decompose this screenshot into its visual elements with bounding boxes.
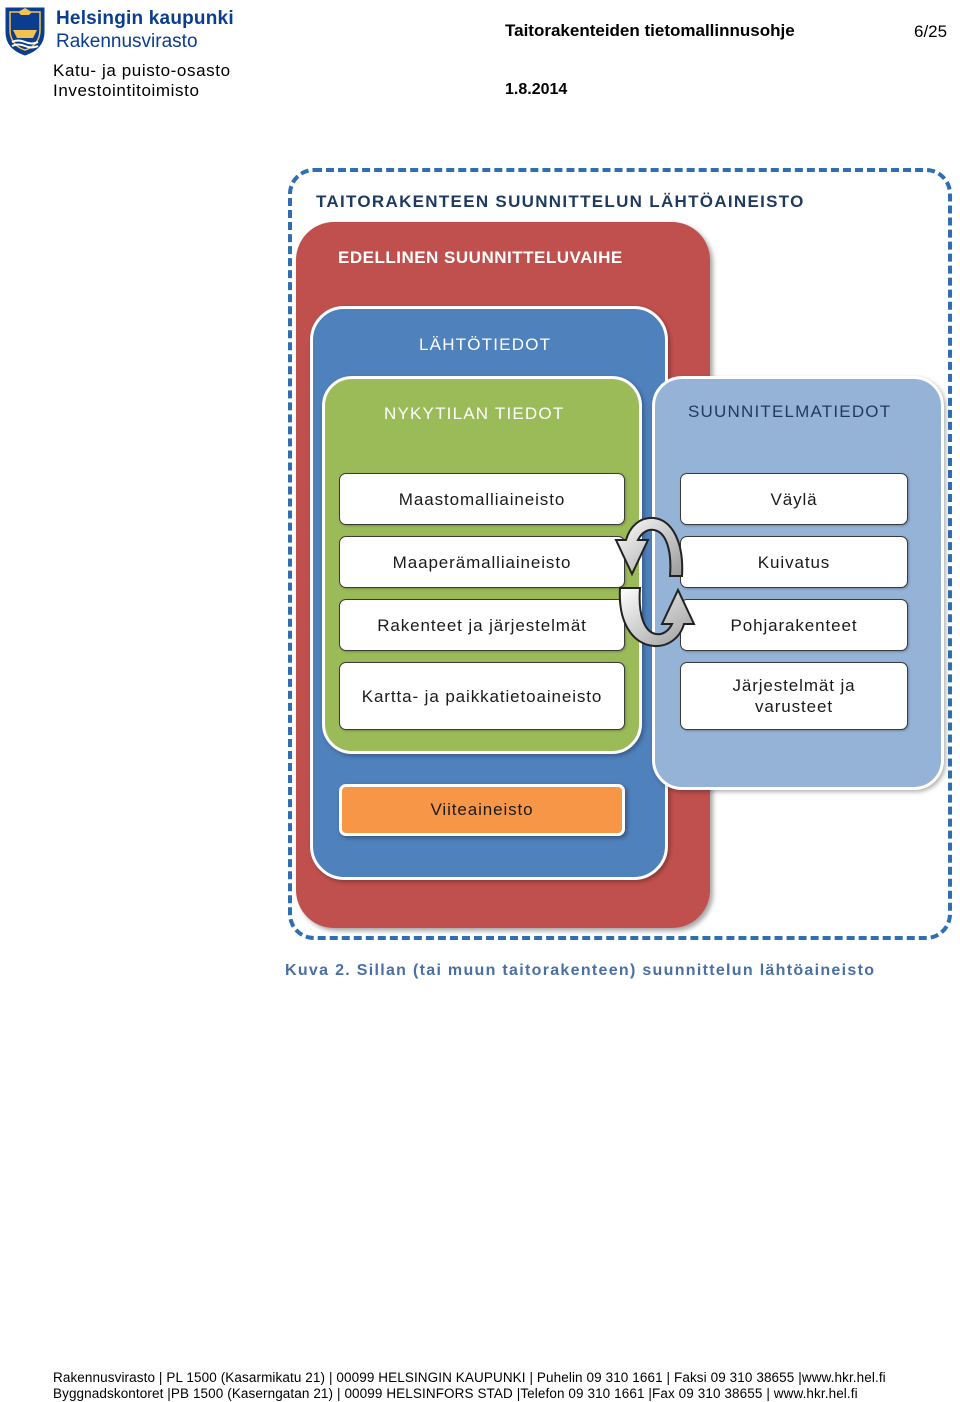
reference-material-box: Viiteaineisto bbox=[339, 784, 625, 836]
design-data-item: Järjestelmät ja varusteet bbox=[680, 662, 908, 730]
figure-caption: Kuva 2. Sillan (tai muun taitorakenteen)… bbox=[285, 962, 876, 979]
document-title: Taitorakenteiden tietomallinnusohje bbox=[505, 21, 795, 40]
current-state-item: Rakenteet ja järjestelmät bbox=[339, 599, 625, 651]
design-data-label: SUUNNITELMATIEDOT bbox=[688, 402, 892, 421]
page-number: 6/25 bbox=[914, 22, 948, 41]
design-data-item: Kuivatus bbox=[680, 536, 908, 588]
office: Investointitoimisto bbox=[53, 81, 200, 100]
diagram-frame bbox=[288, 168, 952, 940]
department: Katu- ja puisto-osasto bbox=[53, 61, 231, 80]
current-state-item: Kartta- ja paikkatietoaineisto bbox=[339, 662, 625, 730]
footer-line-fi: Rakennusvirasto | PL 1500 (Kasarmikatu 2… bbox=[53, 1370, 886, 1385]
design-data-item: Pohjarakenteet bbox=[680, 599, 908, 651]
design-data-item: Väylä bbox=[680, 473, 908, 525]
current-state-label: NYKYTILAN TIEDOT bbox=[384, 404, 565, 423]
current-state-item: Maaperämalliaineisto bbox=[339, 536, 625, 588]
previous-phase-label: EDELLINEN SUUNNITTELUVAIHE bbox=[338, 248, 623, 267]
current-state-item: Maastomalliaineisto bbox=[339, 473, 625, 525]
org-unit: Rakennusvirasto bbox=[56, 31, 198, 52]
cycle-arrows-icon bbox=[610, 512, 702, 652]
city-crest-logo bbox=[4, 6, 46, 56]
diagram-title: TAITORAKENTEEN SUUNNITTELUN LÄHTÖAINEIST… bbox=[316, 192, 805, 211]
source-data-label: LÄHTÖTIEDOT bbox=[419, 335, 552, 354]
footer-line-sv: Byggnadskontoret |PB 1500 (Kaserngatan 2… bbox=[53, 1386, 858, 1401]
document-date: 1.8.2014 bbox=[505, 81, 568, 98]
org-name: Helsingin kaupunki bbox=[56, 8, 234, 29]
